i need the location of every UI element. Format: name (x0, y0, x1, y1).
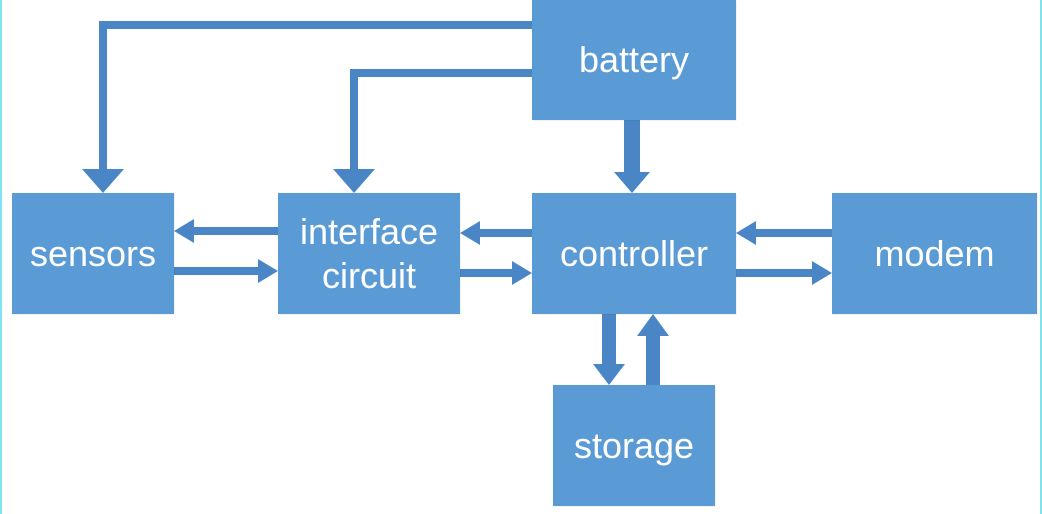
arrow-battery-to-controller (614, 120, 650, 193)
arrow-interface-to-sensors (174, 219, 278, 243)
controller-block: controller (532, 193, 736, 314)
modem-label: modem (874, 232, 995, 274)
arrow-battery-to-interface (333, 69, 532, 193)
sensors-block: sensors (12, 193, 174, 314)
interface-circuit-label: interface circuit (299, 211, 439, 296)
sensors-label: sensors (29, 232, 157, 274)
arrow-sensors-to-interface (174, 259, 278, 283)
arrow-battery-to-sensors (82, 21, 532, 193)
arrow-interface-to-controller (460, 261, 532, 285)
interface-circuit-block: interface circuit (278, 193, 460, 314)
arrow-storage-to-controller (637, 314, 669, 386)
arrow-controller-to-interface (460, 221, 532, 245)
storage-label: storage (573, 424, 695, 466)
storage-block: storage (553, 385, 715, 506)
battery-label: battery (578, 39, 690, 81)
controller-label: controller (559, 232, 709, 274)
modem-block: modem (832, 193, 1037, 314)
arrow-controller-to-storage (593, 314, 625, 385)
arrow-controller-to-modem (736, 261, 832, 285)
arrow-modem-to-controller (736, 221, 832, 245)
battery-block: battery (532, 0, 736, 120)
